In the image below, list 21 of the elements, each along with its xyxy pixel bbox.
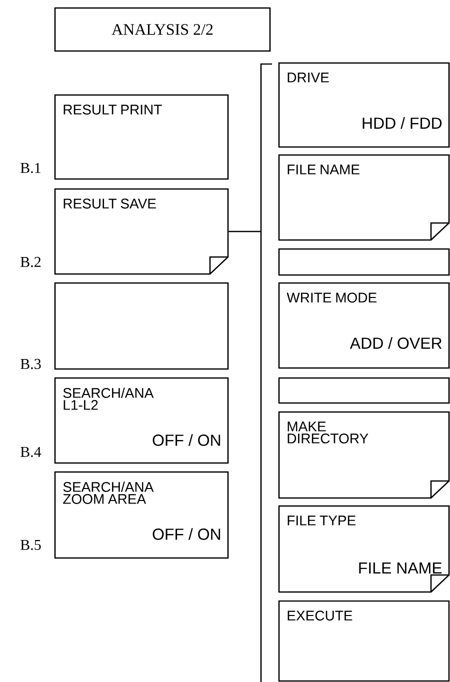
menu-box: MAKE DIRECTORY [278, 411, 450, 499]
connector-line [228, 230, 261, 232]
side-label: B.3 [20, 358, 41, 370]
menu-box: FILE TYPE FILE NAME [278, 505, 450, 593]
empty-box [54, 282, 229, 370]
side-label: B.1 [20, 162, 40, 174]
menu-box: SEARCH/ANA L1-L2 OFF / ON [54, 377, 229, 464]
menu-box: FILE NAME [278, 154, 450, 241]
bracket-line [260, 63, 272, 682]
side-label: B.5 [20, 540, 41, 550]
menu-box: EXECUTE [278, 600, 450, 682]
empty-box [278, 377, 450, 404]
empty-box [278, 248, 450, 276]
menu-box: RESULT PRINT [54, 94, 229, 180]
menu-box: DRIVE HDD / FDD [278, 62, 450, 148]
side-label: B.4 [20, 446, 42, 458]
menu-box: SEARCH/ANA ZOOM AREA OFF / ON [54, 471, 229, 559]
title-box: ANALYSIS 2/2 [54, 7, 271, 52]
menu-box: RESULT SAVE [54, 188, 229, 275]
menu-box: WRITE MODE ADD / OVER [278, 282, 450, 369]
side-label: B.2 [20, 256, 41, 268]
